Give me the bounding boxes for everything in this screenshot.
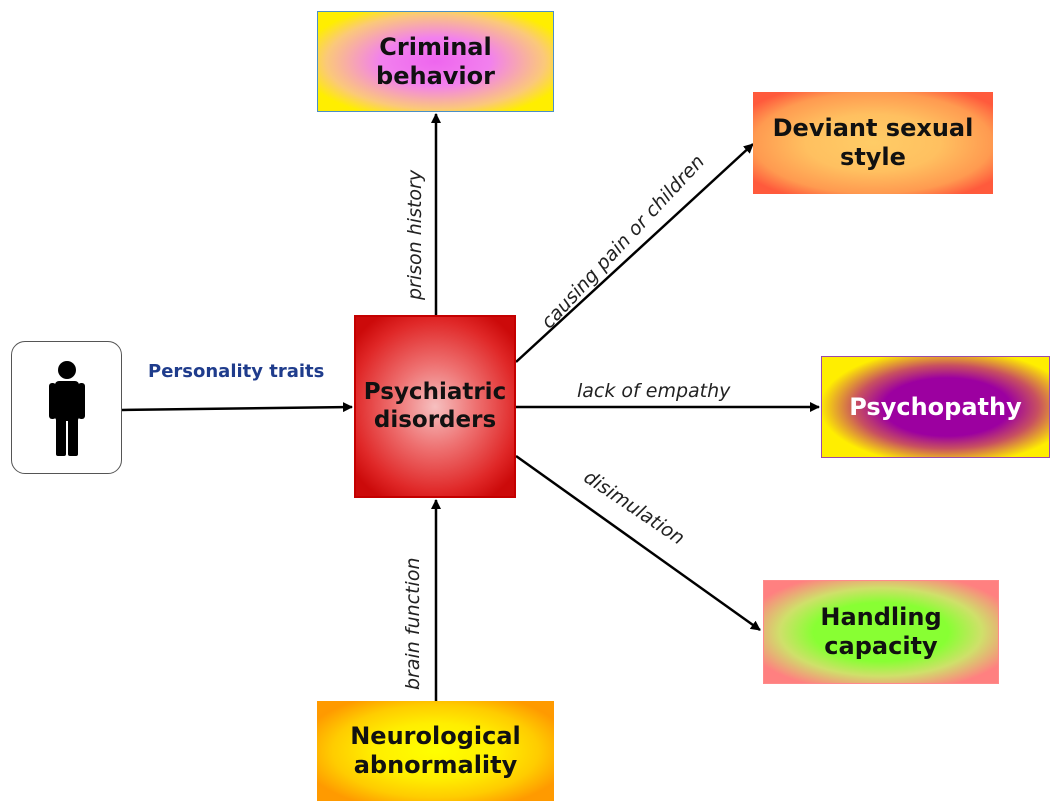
label-brain-function: brain function bbox=[402, 557, 424, 691]
node-neuro-line1: Neurological bbox=[350, 722, 521, 751]
node-handling-line1: Handling bbox=[820, 603, 942, 632]
node-central-line2: disorders bbox=[373, 406, 497, 433]
label-lack-of-empathy: lack of empathy bbox=[577, 380, 731, 402]
node-central-line1: Psychiatric bbox=[363, 378, 507, 405]
node-psychopathy-label: Psychopathy bbox=[849, 392, 1022, 421]
node-deviant-line2: style bbox=[840, 143, 906, 171]
node-handling-capacity: Handling capacity bbox=[763, 580, 999, 684]
node-criminal-line2: behavior bbox=[376, 61, 495, 90]
person-box bbox=[11, 341, 122, 474]
label-prison-history: prison history bbox=[404, 169, 426, 300]
node-deviant-line1: Deviant sexual bbox=[772, 114, 974, 143]
node-psychopathy: Psychopathy bbox=[821, 356, 1050, 458]
node-criminal-line1: Criminal bbox=[379, 32, 492, 61]
node-psychiatric-disorders: Psychiatric disorders bbox=[354, 315, 516, 498]
arrow-personality bbox=[121, 402, 353, 413]
person-icon bbox=[49, 361, 85, 456]
node-neuro-line2: abnormality bbox=[353, 751, 518, 779]
label-personality-traits: Personality traits bbox=[148, 361, 325, 382]
node-handling-line2: capacity bbox=[824, 632, 938, 660]
node-neurological-abnormality: Neurological abnormality bbox=[317, 701, 554, 801]
arrow-dissimulation bbox=[515, 454, 761, 632]
node-criminal-behavior: Criminal behavior bbox=[317, 11, 554, 112]
arrow-causing-pain bbox=[515, 143, 754, 363]
node-deviant-sexual-style: Deviant sexual style bbox=[753, 92, 993, 194]
